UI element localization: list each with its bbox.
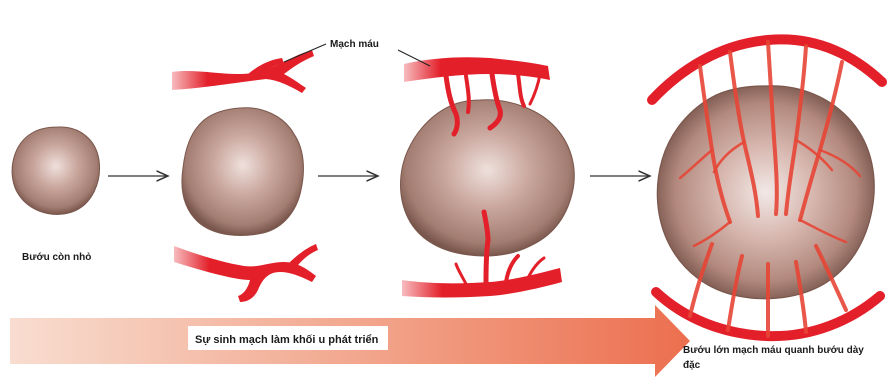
growing-tumor (172, 50, 318, 302)
top-vessel-stage3 (404, 57, 550, 82)
top-vessel-stage2 (172, 50, 314, 93)
angiogenesis-label: Sự sinh mạch làm khối u phát triển (195, 334, 378, 347)
small-tumor (12, 127, 99, 214)
bottom-vessel-stage2 (174, 246, 316, 302)
vascularizing-tumor (401, 57, 575, 297)
small-tumor-label: Bướu còn nhỏ (22, 251, 91, 264)
large-tumor (652, 39, 882, 336)
bottom-vessel-stage3 (402, 268, 562, 298)
large-tumor-label: Bướu lớn mạch máu quanh bướu dày đặc (683, 343, 883, 373)
blood-vessel-label: Mạch máu (330, 38, 379, 51)
